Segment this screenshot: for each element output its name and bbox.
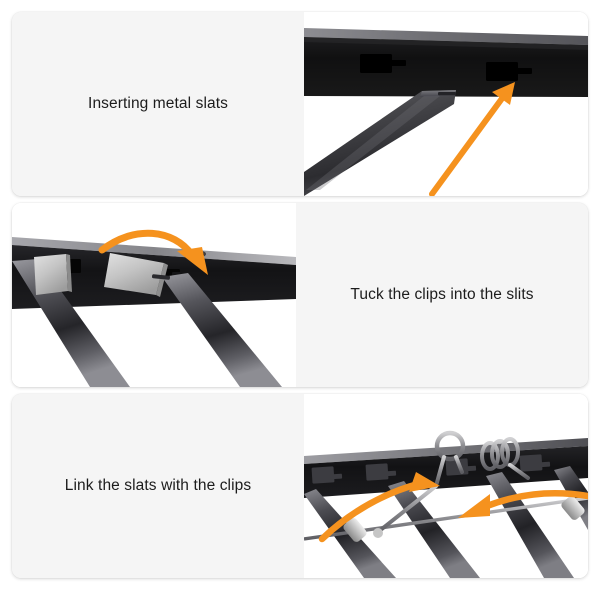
tube-ferrules-3 xyxy=(343,496,585,542)
ring-clip-coiled-3 xyxy=(480,437,530,480)
bed-frame-slat-insert-illustration xyxy=(304,12,588,196)
rail-top-edge-2 xyxy=(12,237,296,265)
step-photo-3 xyxy=(304,394,588,578)
slat-tab-notch-1 xyxy=(438,92,456,96)
step-photo-2 xyxy=(12,203,296,387)
instruction-card-2: Tuck the clips into the slits xyxy=(12,203,588,387)
rail-face-1 xyxy=(304,37,588,97)
orange-curved-arrow-left-3 xyxy=(318,472,440,543)
link-wire-3 xyxy=(376,484,438,534)
metal-slat-1 xyxy=(304,90,456,196)
caption-area-3: Link the slats with the clips xyxy=(12,394,304,578)
rail-slit-left-1 xyxy=(360,54,406,73)
metal-clip-center-2 xyxy=(104,253,171,297)
slat-tube-right-2 xyxy=(162,273,282,387)
ring-clip-open-3 xyxy=(434,430,466,488)
step-caption-1: Inserting metal slats xyxy=(88,94,228,112)
step-photo-1 xyxy=(304,12,588,196)
rail-slit-right-1 xyxy=(486,62,532,81)
slat-clip-link-illustration xyxy=(304,394,588,578)
orange-curved-arrow-2 xyxy=(98,229,208,275)
instruction-card-3: Link the slats with the clips xyxy=(12,394,588,578)
rail-top-edge-1 xyxy=(304,28,588,45)
orange-curved-arrow-right-3 xyxy=(458,490,588,518)
rail-face-highlight-1 xyxy=(304,37,588,50)
metal-clip-left-2 xyxy=(34,254,72,295)
caption-area-1: Inserting metal slats xyxy=(12,12,304,196)
caption-area-2: Tuck the clips into the slits xyxy=(296,203,588,387)
step-caption-2: Tuck the clips into the slits xyxy=(350,285,534,303)
clip-tuck-illustration xyxy=(12,203,296,387)
step-caption-3: Link the slats with the clips xyxy=(64,476,252,494)
instruction-card-1: Inserting metal slats xyxy=(12,12,588,196)
orange-arrow-1 xyxy=(429,82,515,196)
